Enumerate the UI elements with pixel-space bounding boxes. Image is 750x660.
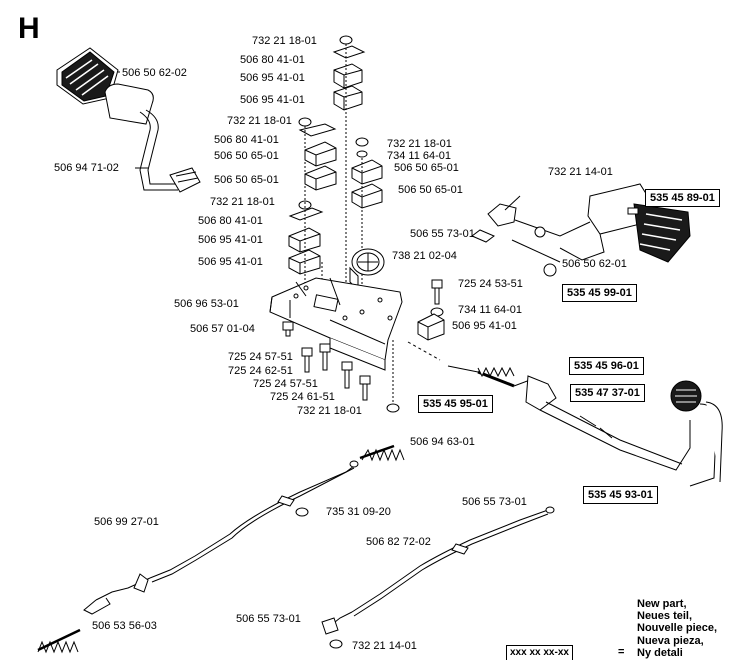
return-spring bbox=[447, 365, 531, 388]
pedal-shaft-right bbox=[471, 195, 591, 277]
part-label: 506 95 41-01 bbox=[198, 234, 263, 246]
legend-line: Ny detali bbox=[637, 646, 683, 659]
new-part-box: 535 45 93-01 bbox=[583, 486, 658, 504]
part-label: 506 50 65-01 bbox=[394, 162, 459, 174]
new-part-box: 535 45 99-01 bbox=[562, 284, 637, 302]
part-label: 506 50 65-01 bbox=[398, 184, 463, 196]
part-label: 725 24 61-51 bbox=[270, 391, 335, 403]
part-label: 732 21 14-01 bbox=[548, 166, 613, 178]
part-label: 506 53 56-03 bbox=[92, 620, 157, 632]
adjuster-knob bbox=[349, 248, 385, 292]
part-label: 506 80 41-01 bbox=[240, 54, 305, 66]
small-bolt-block bbox=[407, 279, 445, 361]
new-part-box: 535 45 89-01 bbox=[645, 189, 720, 207]
base-plate bbox=[269, 277, 403, 371]
part-label: 506 94 71-02 bbox=[54, 162, 119, 174]
spring-506-94-63-01 bbox=[359, 444, 405, 462]
part-label: 732 21 18-01 bbox=[297, 405, 362, 417]
pedal-pad-right bbox=[559, 183, 691, 263]
new-part-box: 535 45 95-01 bbox=[418, 395, 493, 413]
part-label: 732 21 14-01 bbox=[352, 640, 417, 652]
block-stack-left bbox=[288, 117, 337, 275]
bolts bbox=[282, 321, 400, 413]
knob-535-45-47-01 bbox=[670, 380, 702, 412]
legend-line: Neues teil, bbox=[637, 610, 693, 623]
part-label: 506 80 41-01 bbox=[214, 134, 279, 146]
part-label: 738 21 02-04 bbox=[392, 250, 457, 262]
linkage-rod bbox=[525, 375, 723, 487]
spring-506-53-56-03 bbox=[37, 628, 81, 654]
part-label: 506 95 41-01 bbox=[240, 94, 305, 106]
part-label: 725 24 53-51 bbox=[458, 278, 523, 290]
part-label: 732 21 18-01 bbox=[387, 138, 452, 150]
part-label: 725 24 57-51 bbox=[228, 351, 293, 363]
cable-lower bbox=[321, 506, 555, 649]
part-label: 506 50 65-01 bbox=[214, 174, 279, 186]
part-label: 725 24 57-51 bbox=[253, 378, 318, 390]
part-label: 732 21 18-01 bbox=[252, 35, 317, 47]
part-label: 506 99 27-01 bbox=[94, 516, 159, 528]
part-label: 506 95 41-01 bbox=[198, 256, 263, 268]
block-stack-center bbox=[332, 35, 383, 209]
clip-735-31-09-20 bbox=[295, 507, 309, 517]
legend-line: Nouvelle piece, bbox=[637, 622, 718, 635]
legend-text: New part, Neues teil, Nouvelle piece, Nu… bbox=[637, 598, 717, 659]
part-label: 506 94 63-01 bbox=[410, 436, 475, 448]
pedal-arm-left bbox=[104, 83, 201, 193]
part-label: 734 11 64-01 bbox=[458, 304, 523, 316]
part-label: 506 50 65-01 bbox=[214, 150, 279, 162]
new-part-box: 535 45 96-01 bbox=[569, 357, 644, 375]
part-label: 732 21 18-01 bbox=[210, 196, 275, 208]
part-label: 506 80 41-01 bbox=[198, 215, 263, 227]
part-label: 506 96 53-01 bbox=[174, 298, 239, 310]
part-label: 506 50 62-02 bbox=[122, 67, 187, 79]
part-label: 506 55 73-01 bbox=[236, 613, 301, 625]
part-label: 506 95 41-01 bbox=[240, 72, 305, 84]
new-part-box: 535 47 37-01 bbox=[570, 384, 645, 402]
part-label: 506 55 73-01 bbox=[410, 228, 475, 240]
legend-box: xxx xx xx-xx bbox=[506, 645, 573, 660]
legend-line: New part, bbox=[637, 598, 687, 610]
part-label: 506 57 01-04 bbox=[190, 323, 255, 335]
part-label: 734 11 64-01 bbox=[387, 150, 452, 162]
part-label: 732 21 18-01 bbox=[227, 115, 292, 127]
legend-line: Nueva pieza, bbox=[637, 634, 704, 647]
part-label: 506 55 73-01 bbox=[462, 496, 527, 508]
section-letter: H bbox=[18, 12, 40, 45]
part-label: 735 31 09-20 bbox=[326, 506, 391, 518]
cable-upper bbox=[83, 460, 359, 615]
pedal-pad-left bbox=[56, 47, 119, 105]
part-label: 506 82 72-02 bbox=[366, 536, 431, 548]
part-label: 506 50 62-01 bbox=[562, 258, 627, 270]
part-label: 725 24 62-51 bbox=[228, 365, 293, 377]
part-label: 506 95 41-01 bbox=[452, 320, 517, 332]
legend-equals: = bbox=[618, 646, 625, 658]
